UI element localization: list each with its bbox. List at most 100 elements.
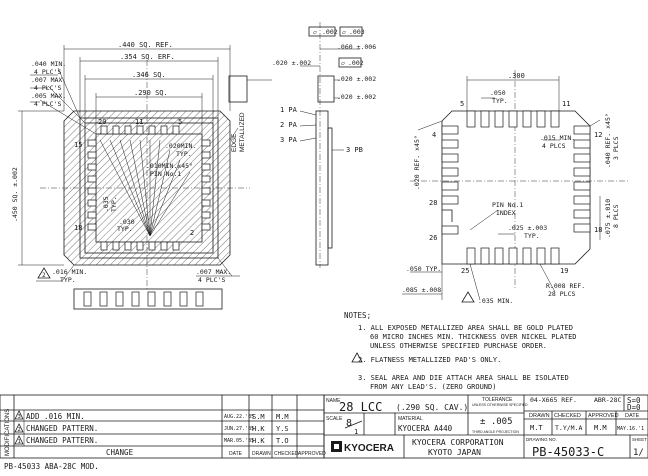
dim-005-plcs: 4 PLC'S <box>34 100 61 108</box>
pin-label-20: 20 <box>98 118 106 126</box>
pin-label-5: 5 <box>178 118 182 126</box>
section-body <box>315 110 329 266</box>
rev-1-triangle <box>14 435 24 445</box>
pin1-label: PIN No.1 <box>150 170 181 178</box>
drawn-label: DRAWN <box>529 413 550 419</box>
flatness-symbol-2: ▱ <box>342 28 346 36</box>
pa-label-3: 3 PA <box>280 136 298 144</box>
detail-block-right <box>317 75 335 103</box>
notes: NOTES; 1. ALL EXPOSED METALLIZED AREA SH… <box>344 311 577 391</box>
checked-label: CHECKED <box>554 413 581 419</box>
name-value: 28 LCC <box>339 400 382 414</box>
right-view: .300 .050 TYP. 5 11 4 12 28 26 18 25 19 … <box>402 70 630 305</box>
s-label: S=0 <box>627 396 641 405</box>
footer-ref: PB-45033 ABA-28C MOD. <box>4 462 99 471</box>
checked-value: T.Y/M.A <box>555 424 582 432</box>
dim-346: .346 SQ. <box>132 71 166 79</box>
dim-040-min: .040 MIN. <box>31 60 66 68</box>
left-view: .440 SQ. REF. .354 SQ. ERF. .346 SQ. .29… <box>11 41 250 310</box>
rev-header-change: CHANGE <box>106 448 134 457</box>
rev-2-drawn: H.K <box>252 425 265 433</box>
left-view-pads <box>87 125 211 251</box>
material-label: MATERIAL <box>398 416 423 422</box>
dim-085: .085 ±.008 <box>402 286 441 294</box>
sheet-value: 1/ <box>633 448 644 458</box>
middle-view: ▱ .002 ▱ .003 ▱ .002 .060 ±.006 .020 ±.0… <box>228 22 376 268</box>
tolerance-label: TOLERANCE <box>482 397 513 403</box>
date-label: DATE <box>625 413 640 419</box>
dim-020-c: .020 ±.002 <box>337 93 376 101</box>
rev-3-triangle <box>14 410 24 420</box>
fp-note-flag <box>461 291 475 303</box>
dim-005-max: .005 MAX. <box>31 92 66 100</box>
dim-075: .075 ±.010 <box>604 199 612 238</box>
dim-016-typ: TYP. <box>60 276 76 284</box>
pin-label-2: 2 <box>190 229 194 237</box>
dim-020-b: .020 ±.002 <box>337 75 376 83</box>
approved-value: M.M <box>594 424 607 432</box>
edge-metallized-1: EDGE <box>231 133 238 152</box>
edge-metallized-2: METALLIZED <box>239 112 246 152</box>
title-block: MODIFICATIONS 3 ADD .016 MIN. AUG.22.'85… <box>0 394 648 459</box>
rev-3-mark: 3 <box>18 414 21 420</box>
pin-label-18: 18 <box>74 224 82 232</box>
dim-r008: R.008 REF. <box>546 282 585 290</box>
dim-040-ref: .040 REF. x45° <box>604 113 612 168</box>
rev-header-date: DATE <box>229 451 243 457</box>
rev-3-change: ADD .016 MIN. <box>26 412 85 421</box>
dim-007-max: .007 MAX. <box>31 76 66 84</box>
footprint-pads-top <box>466 110 560 128</box>
pin-label-15: 15 <box>74 141 82 149</box>
d-label: D=0 <box>627 403 641 412</box>
fp-pin-12: 12 <box>594 131 602 139</box>
scale-top: 8 <box>346 418 352 429</box>
pa-label-1: 1 PA <box>280 106 298 114</box>
pin1-index-corner <box>442 209 453 222</box>
pa-label-2: 2 PA <box>280 121 298 129</box>
flatness-frame-2 <box>339 26 363 37</box>
title-block-frame <box>323 394 648 459</box>
fp-pin-5: 5 <box>460 100 464 108</box>
note-2: 2. FLATNESS METALLIZED PAD'S ONLY. <box>358 356 501 364</box>
dim-r008-plcs: 28 PLCS <box>548 290 575 298</box>
dim-030-typ: TYP. <box>117 225 133 233</box>
dim-020min-typ: TYP. <box>176 150 192 158</box>
dim-015-plcs: 4 PLCS <box>542 142 566 150</box>
rev-1-change: CHANGED PATTERN. <box>26 436 98 445</box>
detail-block-left <box>228 75 248 103</box>
rev-2-mark: 2 <box>18 427 21 433</box>
section-lid <box>327 127 333 249</box>
notes-heading: NOTES; <box>344 311 371 320</box>
dim-290: .290 SQ. <box>134 89 168 97</box>
middle-leaders <box>247 48 360 151</box>
third-angle-label: THIRD ANGLE PROJECTION <box>472 430 519 434</box>
fp-pin-28: 28 <box>429 199 437 207</box>
note-2-flag <box>351 352 363 363</box>
dim-450: .450 SQ. ±.002 <box>11 167 19 222</box>
right-view-dims <box>402 76 601 301</box>
flatness-symbol-3: ▱ <box>341 59 345 67</box>
tolerance-value: ± .005 <box>480 417 513 427</box>
dim-040-plcs: 3 PLCS <box>612 136 620 160</box>
note-3-line-1: 3. SEAL AREA AND DIE ATTACH AREA SHALL B… <box>358 374 569 382</box>
note-1-line-3: UNLESS OTHERWISE SPECIFIED PURCHASE ORDE… <box>370 342 547 350</box>
logo-text: KYOCERA <box>344 443 394 454</box>
dim-020-a: .020 ±.002 <box>272 59 311 67</box>
drawn-value: M.T <box>530 424 543 432</box>
name-label: NAME <box>326 398 341 404</box>
scale-label: SCALE <box>326 416 343 422</box>
rev-1-drawn: H.K <box>252 437 265 445</box>
dim-016-min: .016 MIN. <box>52 268 87 276</box>
rev-2-change: CHANGED PATTERN. <box>26 424 98 433</box>
dim-025: .025 ±.003 <box>508 224 547 232</box>
rev-2-date: JUN.27.'85 <box>224 426 254 432</box>
dim-050-typ-b: .050 TYP. <box>406 265 441 273</box>
dim-040-plcs: 4 PLC'S <box>34 68 61 76</box>
ref-no: 04-X665 REF. <box>530 396 577 404</box>
dim-007-plcs: 4 PLC'S <box>34 84 61 92</box>
dim-035-typ: TYP. <box>110 196 118 212</box>
rev-3-drawn: S.M <box>252 413 265 421</box>
dim-020-ref: .020 REF. x45° <box>413 135 421 190</box>
fp-pin1-label: PIN No.1 <box>492 201 523 209</box>
